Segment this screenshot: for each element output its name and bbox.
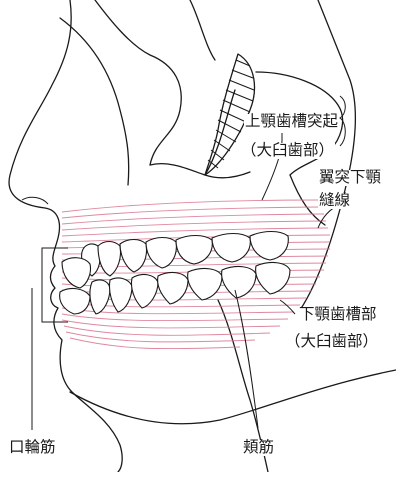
orbit-outline bbox=[190, 0, 215, 60]
label-pterygomandibular-2: 縫線 bbox=[318, 193, 351, 209]
label-maxillary-alveolar: 上顎歯槽突起 bbox=[244, 114, 339, 130]
label-buccinator: 頬筋 bbox=[242, 440, 275, 456]
label-orbicularis-oris: 口輪筋 bbox=[8, 440, 57, 456]
label-maxillary-molar: （大臼歯部） bbox=[240, 143, 335, 159]
leader-pterygomandibular-brace bbox=[340, 96, 345, 146]
upper-incisor bbox=[62, 258, 91, 288]
skull-outline-1 bbox=[60, 18, 129, 185]
lower-incisor bbox=[60, 289, 90, 314]
orbicularis-bracket bbox=[42, 248, 68, 322]
skull-outline-2 bbox=[95, 0, 181, 165]
label-mandibular-alveolar: 下顎歯槽部 bbox=[298, 307, 378, 323]
label-mandibular-molar: （大臼歯部） bbox=[284, 334, 379, 350]
label-pterygomandibular-1: 翼突下顎 bbox=[318, 170, 382, 186]
maxillary-sinus-outline bbox=[150, 164, 250, 178]
jaw-outline bbox=[70, 370, 396, 424]
